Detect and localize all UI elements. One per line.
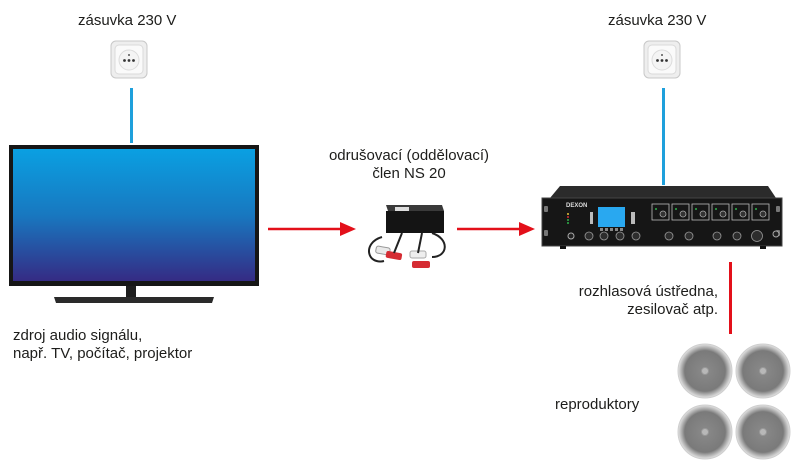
outlet-left-label: zásuvka 230 V (78, 12, 177, 29)
source-label-line1: zdroj audio signálu, (13, 327, 143, 344)
power-socket-icon (643, 40, 681, 80)
speakers-label: reproduktory (555, 396, 640, 413)
source-label-line2: např. TV, počítač, projektor (13, 345, 193, 362)
ceiling-speaker-icon (677, 404, 733, 460)
ground-loop-isolator-icon (362, 203, 452, 273)
ceiling-speaker-icon (677, 343, 733, 399)
speaker-array (677, 343, 792, 463)
outlet-right-label: zásuvka 230 V (608, 12, 707, 29)
signal-arrow-2 (457, 221, 537, 237)
power-wire-left (130, 88, 133, 143)
ceiling-speaker-icon (735, 343, 791, 399)
power-socket-icon (110, 40, 148, 80)
tv-monitor-icon (9, 145, 259, 305)
signal-arrow-1 (268, 221, 358, 237)
power-wire-right (662, 88, 665, 185)
amplifier-label-line1: rozhlasová ústředna, (578, 283, 718, 300)
amplifier-label-line2: zesilovač atp. (627, 301, 718, 318)
ceiling-speaker-icon (735, 404, 791, 460)
pa-amplifier-icon: DEXON (540, 184, 785, 254)
speaker-wire (729, 262, 732, 334)
isolator-label-line1: odrušovací (oddělovací) (328, 147, 490, 164)
isolator-label-line2: člen NS 20 (372, 165, 446, 182)
amp-brand: DEXON (566, 203, 587, 209)
